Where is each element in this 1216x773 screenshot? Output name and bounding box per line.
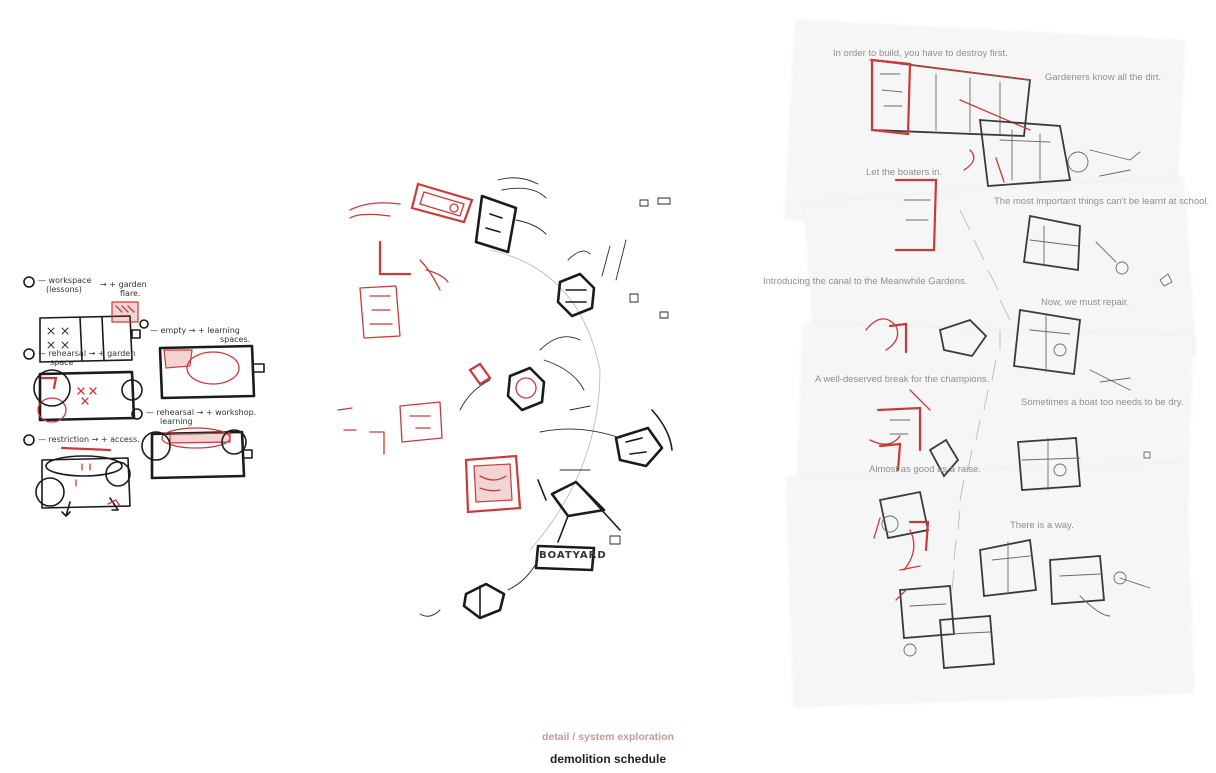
- quote-3: Let the boaters in.: [866, 167, 943, 178]
- middle-sketch-drawing: [337, 177, 673, 620]
- plan-linework: [865, 58, 1173, 669]
- note-3: — rehearsal → + garden: [38, 349, 136, 358]
- quote-7: A well-deserved break for the champions.: [815, 374, 990, 385]
- caption-subtitle: detail / system exploration: [542, 731, 674, 743]
- left-sketch-drawing: [23, 276, 265, 517]
- note-2: — empty → + learning: [150, 326, 240, 335]
- middle-sketch-concept: BOATYARD: [330, 170, 730, 640]
- quote-2: Gardeners know all the dirt.: [1045, 72, 1162, 83]
- note-1b: (lessons): [46, 285, 82, 294]
- quote-6: Now, we must repair.: [1041, 297, 1130, 308]
- note-2b: spaces.: [220, 335, 251, 344]
- quote-9: Almost as good as a raise.: [869, 464, 981, 475]
- note-3b: space: [50, 358, 74, 367]
- quote-10: There is a way.: [1010, 520, 1074, 531]
- right-plan-collage: In order to build, you have to destroy f…: [760, 19, 1216, 710]
- note-1c: → + garden: [100, 280, 147, 289]
- quote-1: In order to build, you have to destroy f…: [833, 48, 1008, 59]
- quote-5: Introducing the canal to the Meanwhile G…: [763, 276, 968, 287]
- note-4: — rehearsal → + workshop.: [146, 408, 257, 417]
- quote-8: Sometimes a boat too needs to be dry.: [1021, 397, 1184, 408]
- note-1d: flare.: [120, 289, 141, 298]
- boatyard-label: BOATYARD: [539, 550, 607, 561]
- note-4b: learning: [160, 417, 193, 426]
- quote-4: The most important things can't be learn…: [994, 196, 1210, 207]
- caption-title: demolition schedule: [549, 752, 666, 766]
- note-5: — restriction → + access.: [38, 435, 140, 444]
- note-1a: — workspace: [38, 276, 92, 285]
- left-sketch-diagrams: — workspace (lessons) → + garden flare. …: [20, 270, 280, 530]
